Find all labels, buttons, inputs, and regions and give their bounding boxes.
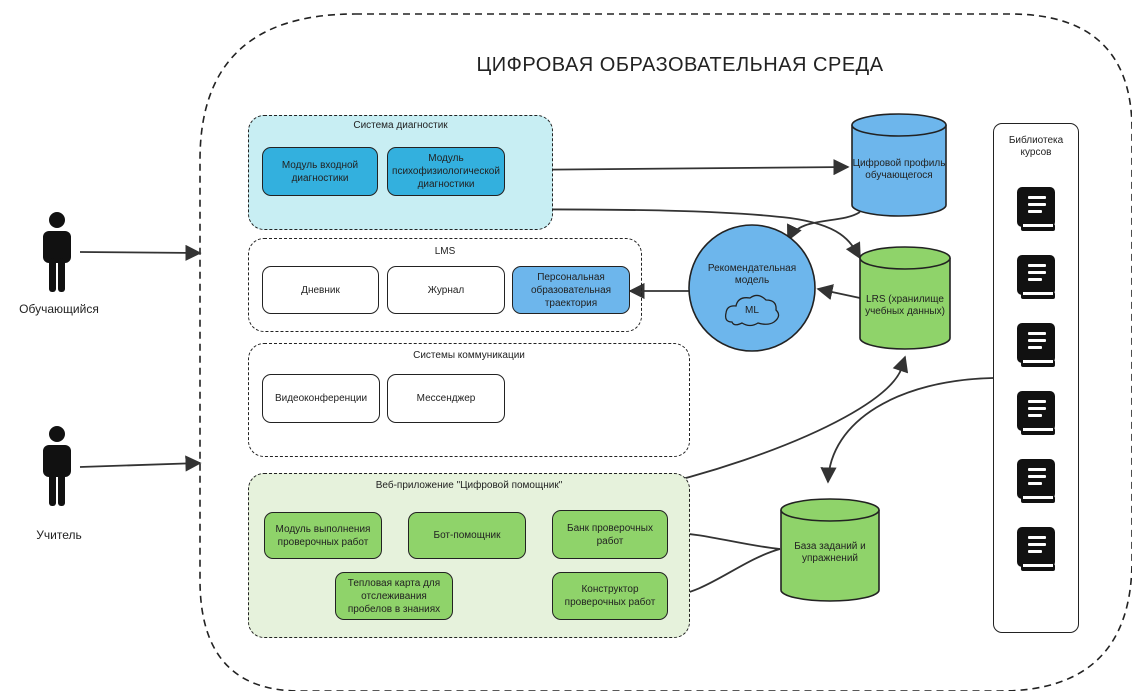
videoconference-box: Видеоконференции [262,374,380,423]
environment-boundary [199,13,1132,691]
book-icon [1014,322,1058,373]
personal-trajectory-box: Персональная образовательная траектория [512,266,630,314]
diary-box: Дневник [262,266,379,314]
test-builder-box: Конструктор проверочных работ [552,572,668,620]
entry-diagnostics-module: Модуль входной диагностики [262,147,378,196]
edge-teacher-env [79,455,202,472]
messenger-box: Мессенджер [387,374,505,423]
cloud-icon [724,294,780,327]
model-label: Рекомендательная модель [707,262,797,287]
psychophysiological-diagnostics-module: Модуль психофизиологической диагностики [387,147,505,196]
edge-profile-model [787,211,861,242]
lms-group [248,238,642,332]
lrs-cylinder [859,246,951,350]
lms-title: LMS [434,246,456,257]
teacher-label: Учитель [36,527,82,542]
edge-diag-profile [504,159,850,176]
test-execution-module: Модуль выполнения проверочных работ [264,512,382,559]
tasks-label: База заданий и упражнений [794,540,866,565]
book-icon [1014,186,1058,237]
student-label: Обучающийся [19,301,99,316]
communications-title: Системы коммуникации [413,350,525,361]
journal-box: Журнал [387,266,505,314]
student-figure-icon [43,212,71,292]
edge-library-tasks [820,377,994,484]
page-title: ЦИФРОВАЯ ОБРАЗОВАТЕЛЬНАЯ СРЕДА [476,53,884,76]
course-library-title: Библиотека курсов [1008,134,1064,159]
profile-cylinder [851,113,947,217]
webapp-title: Веб-приложение "Цифровой помощник" [375,480,563,491]
book-icon [1014,458,1058,509]
book-icon [1014,254,1058,305]
communications-group [248,343,690,457]
profile-label: Цифровой профиль обучающегося [852,157,946,182]
edge-lrs-model [816,284,861,300]
tasks-cylinder [780,498,880,602]
diagnostics-title: Система диагностик [353,120,448,131]
book-icon [1014,526,1058,577]
bot-assistant-box: Бот-помощник [408,512,526,559]
test-bank-box: Банк проверочных работ [552,510,668,559]
lrs-label: LRS (хранилище учебных данных) [865,293,945,318]
model-circle [688,224,816,352]
ml-label: ML [745,304,759,316]
book-icon [1014,390,1058,441]
edge-student-env [79,244,202,261]
knowledge-heatmap-box: Тепловая карта для отслеживания пробелов… [335,572,453,620]
teacher-figure-icon [43,426,71,506]
